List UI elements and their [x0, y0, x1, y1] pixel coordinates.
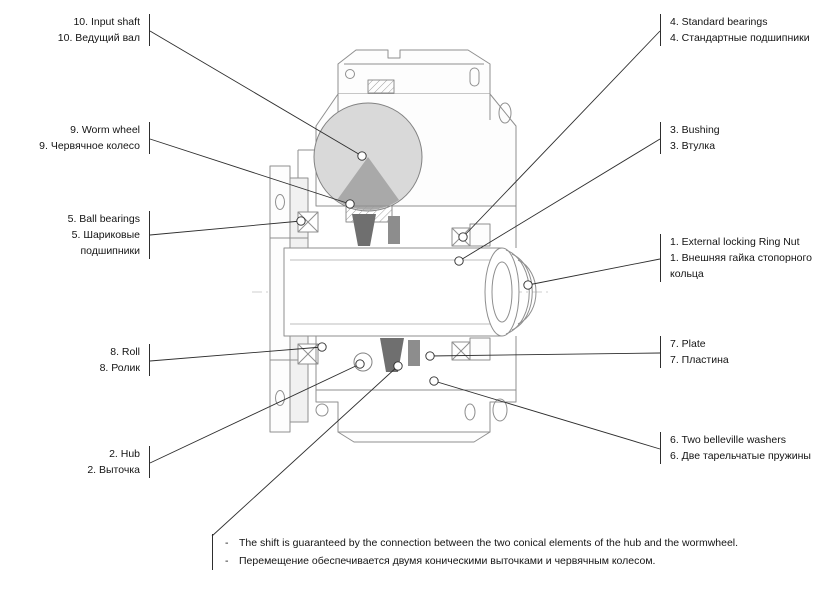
footnote-line-en: - The shift is guaranteed by the connect… [225, 534, 800, 552]
leader-lines [149, 30, 661, 537]
footnote-line-ru: - Перемещение обеспечивается двумя конич… [225, 552, 800, 570]
label-ball-bearings: 5. Ball bearings 5. Шариковые подшипники [0, 211, 150, 259]
label-bushing: 3. Bushing 3. Втулка [660, 122, 820, 154]
label-text-en: 3. Bushing [670, 124, 720, 136]
leader-plate [429, 352, 661, 357]
dot-footnote [393, 361, 403, 371]
dot-belleville [429, 376, 439, 386]
label-text-ru: 4. Стандартные подшипники [670, 32, 810, 44]
label-worm-wheel: 9. Worm wheel 9. Червячное колесо [0, 122, 150, 154]
leader-footnote [211, 365, 399, 537]
label-text-en: 10. Input shaft [73, 16, 140, 28]
label-text-en: 9. Worm wheel [70, 124, 140, 136]
label-text-en: 1. External locking Ring Nut [670, 236, 800, 248]
dot-worm-wheel [345, 199, 355, 209]
footnote-text-en: The shift is guaranteed by the connectio… [239, 537, 739, 549]
label-text-ru: 5. Шариковые [71, 229, 140, 241]
footnote: - The shift is guaranteed by the connect… [212, 534, 800, 570]
label-text-ru: подшипники [80, 245, 140, 257]
label-text-ru: 8. Ролик [99, 362, 140, 374]
shaft-end-face [484, 247, 520, 337]
leader-standard-bearings [462, 30, 661, 238]
dot-hub [355, 359, 365, 369]
bottom-cap [337, 431, 491, 443]
label-text-en: 7. Plate [670, 338, 706, 350]
leader-hub [149, 363, 361, 464]
dot-bushing [454, 256, 464, 266]
leader-worm-wheel [149, 138, 351, 205]
conical-element-top [352, 214, 376, 246]
bullet-dash: - [225, 537, 229, 549]
dot-plate [425, 351, 435, 361]
bottom-bolt-hole-left [315, 403, 329, 417]
label-plate: 7. Plate 7. Пластина [660, 336, 820, 368]
dot-input-shaft [357, 151, 367, 161]
worm-wheel-wedge [337, 157, 399, 210]
dot-ring-nut [523, 280, 533, 290]
left-bolt-hole-top [275, 194, 285, 210]
leader-ball-bearings [149, 220, 302, 236]
label-text-ru: 10. Ведущий вал [57, 32, 140, 44]
label-input-shaft: 10. Input shaft 10. Ведущий вал [0, 14, 150, 46]
label-belleville-washers: 6. Two belleville washers 6. Две тарельч… [660, 432, 820, 464]
label-text-ru: кольца [670, 268, 704, 280]
label-roll: 8. Roll 8. Ролик [0, 344, 150, 376]
footnote-text-ru: Перемещение обеспечивается двумя коничес… [239, 555, 656, 567]
shaft-cylinder [283, 247, 503, 337]
label-text-en: 8. Roll [110, 346, 140, 358]
leader-roll [149, 346, 323, 362]
label-standard-bearings: 4. Standard bearings 4. Стандартные подш… [660, 14, 820, 46]
label-text-en: 2. Hub [109, 448, 140, 460]
ring-nut-arcs [505, 249, 537, 335]
label-text-ru: 3. Втулка [670, 140, 716, 152]
left-bolt-hole-bottom [275, 390, 285, 406]
top-bolt-hole [345, 69, 355, 79]
dot-standard-bearings [458, 232, 468, 242]
leader-input-shaft [149, 30, 363, 157]
label-text-ru: 7. Пластина [670, 354, 729, 366]
dot-roll [317, 342, 327, 352]
bottom-bolt-hole-right [492, 398, 508, 422]
housing-drawing [252, 49, 548, 443]
label-text-ru: 6. Две тарельчатые пружины [670, 450, 811, 462]
label-text-en: 5. Ball bearings [67, 213, 140, 225]
label-text-en: 4. Standard bearings [670, 16, 768, 28]
bullet-dash: - [225, 555, 229, 567]
leader-belleville [433, 380, 661, 450]
label-hub: 2. Hub 2. Выточка [0, 446, 150, 478]
label-text-en: 6. Two belleville washers [670, 434, 786, 446]
plate-top [469, 223, 491, 247]
top-cap [337, 49, 491, 95]
plate-bottom [469, 337, 491, 361]
label-text-ru: 2. Выточка [87, 464, 140, 476]
leader-bushing [458, 138, 661, 262]
leader-ring-nut [527, 258, 661, 286]
label-text-ru: 1. Внешняя гайка стопорного [670, 252, 812, 264]
dot-ball-bearings [296, 216, 306, 226]
label-ring-nut: 1. External locking Ring Nut 1. Внешняя … [660, 234, 820, 282]
label-text-ru: 9. Червячное колесо [39, 140, 140, 152]
